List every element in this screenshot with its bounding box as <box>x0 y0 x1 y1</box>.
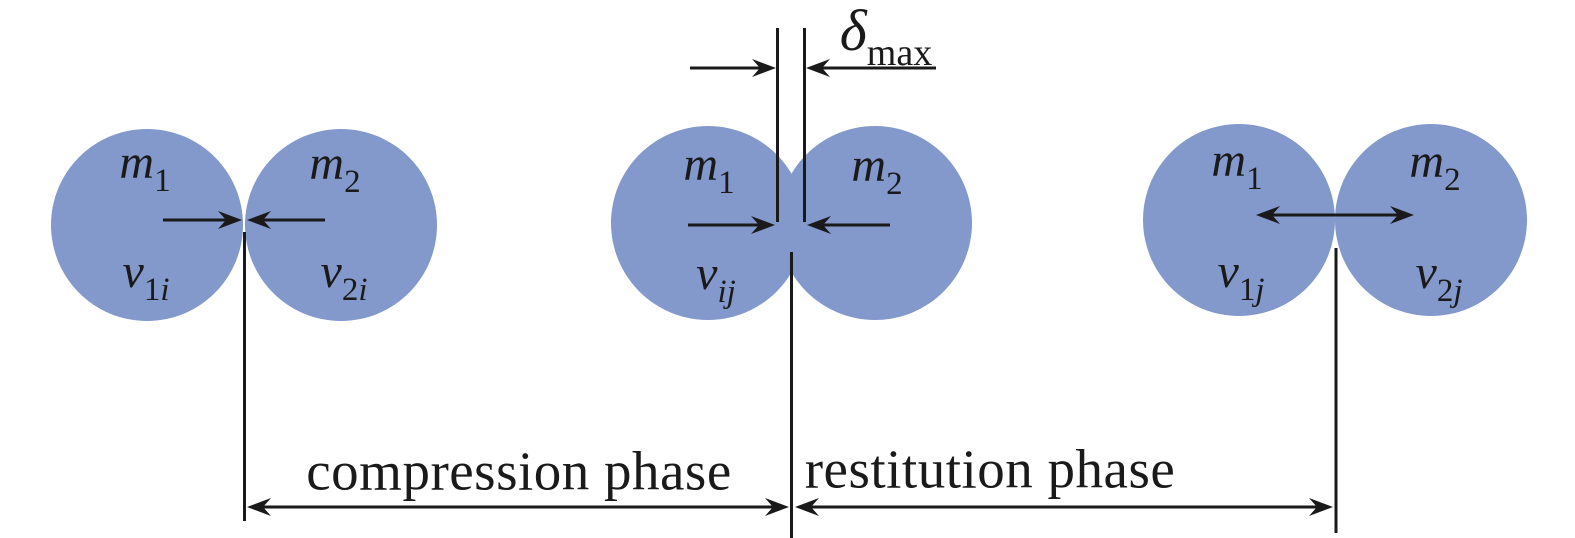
delta-max-symbol: δ <box>839 0 867 63</box>
compression-velocity2-arrowhead-icon <box>807 216 831 234</box>
final-mass1-subscript: 1 <box>1246 161 1263 197</box>
initial-mass1-symbol: m <box>119 136 155 189</box>
final-mass2-subscript: 2 <box>1444 162 1461 198</box>
initial-velocity2-arrowhead-icon <box>247 211 271 229</box>
compressed-mass2-symbol: m <box>851 139 887 192</box>
compressed-mass2-subscript: 2 <box>886 166 903 202</box>
final-velocity1-symbol: v <box>1217 245 1239 298</box>
particle-initial-mass1-circle <box>51 129 243 321</box>
initial-velocity2-subscript-number: 2 <box>341 272 359 308</box>
restitution-span-left-arrowhead-icon <box>795 498 819 516</box>
final-velocity2-label: v2j <box>1415 246 1463 308</box>
final-mass1-label: m1 <box>1211 134 1262 196</box>
final-mass1-symbol: m <box>1211 134 1247 187</box>
arrowheads <box>218 59 1414 516</box>
final-mass2-label: m2 <box>1409 135 1460 197</box>
final-separation-right-arrowhead-icon <box>1390 206 1414 224</box>
delta-max-label: δmax <box>839 0 932 73</box>
initial-velocity2-subscript-index: i <box>358 272 368 308</box>
initial-mass2-label: m2 <box>309 137 360 199</box>
final-velocity2-symbol: v <box>1415 246 1437 299</box>
compression-velocity1-arrowhead-icon <box>751 216 775 234</box>
particle-compressed-mass2-circle <box>778 126 972 320</box>
initial-velocity1-symbol: v <box>122 245 144 298</box>
relative-velocity-symbol: v <box>696 247 718 300</box>
final-velocity2-subscript-index: j <box>1453 273 1463 309</box>
final-velocity2-subscript-number: 2 <box>1436 273 1454 309</box>
initial-mass1-label: m1 <box>119 136 170 198</box>
relative-velocity-subscript-index: ij <box>717 274 736 310</box>
final-velocity1-subscript-index: j <box>1255 272 1265 308</box>
dimension-lines <box>163 28 1400 538</box>
restitution-phase-label: restitution phase <box>804 438 1176 500</box>
compressed-mass1-symbol: m <box>683 138 719 191</box>
initial-velocity1-arrowhead-icon <box>218 211 242 229</box>
final-velocity1-label: v1j <box>1217 245 1265 307</box>
initial-mass2-subscript: 2 <box>344 164 361 200</box>
initial-velocity1-subscript-index: i <box>160 272 170 308</box>
final-mass2-symbol: m <box>1409 135 1445 188</box>
relative-velocity-label: vij <box>696 247 736 309</box>
compression-phase-label: compression phase <box>306 440 732 502</box>
initial-velocity2-symbol: v <box>320 245 342 298</box>
compressed-mass2-label: m2 <box>851 139 902 201</box>
particle-circles <box>51 124 1527 321</box>
compressed-mass1-label: m1 <box>683 138 734 200</box>
initial-velocity2-label: v2i <box>320 245 368 307</box>
initial-mass2-symbol: m <box>309 137 345 190</box>
initial-velocity1-label: v1i <box>122 245 170 307</box>
final-separation-left-arrowhead-icon <box>1256 206 1280 224</box>
particle-initial-mass2-circle <box>245 129 437 321</box>
particle-compressed-mass1-circle <box>611 126 805 320</box>
compression-span-right-arrowhead-icon <box>765 498 789 516</box>
final-velocity1-subscript-number: 1 <box>1238 272 1256 308</box>
initial-velocity1-subscript-number: 1 <box>143 272 161 308</box>
compression-span-left-arrowhead-icon <box>247 498 271 516</box>
particle-final-mass1-circle <box>1143 124 1335 316</box>
delta-left-arrowhead-icon <box>752 59 776 77</box>
particle-final-mass2-circle <box>1335 124 1527 316</box>
delta-right-arrowhead-icon <box>806 59 830 77</box>
compressed-mass1-subscript: 1 <box>718 165 735 201</box>
initial-mass1-subscript: 1 <box>154 163 171 199</box>
delta-max-subscript: max <box>866 32 933 74</box>
restitution-span-right-arrowhead-icon <box>1309 498 1333 516</box>
